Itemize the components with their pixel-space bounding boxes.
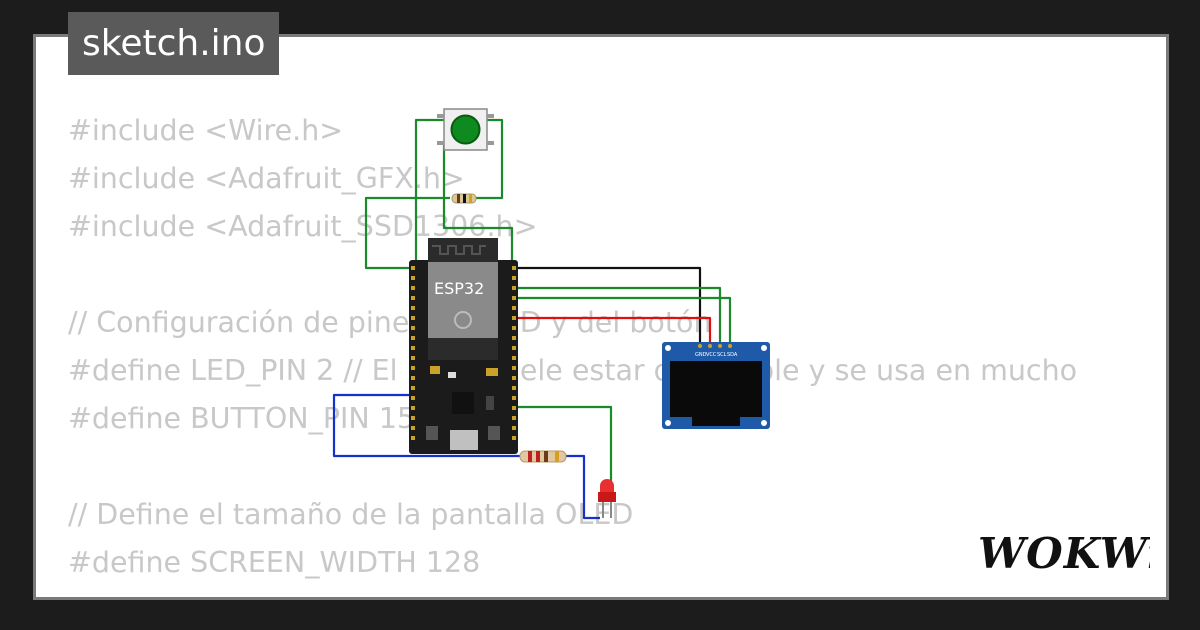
oled-pin-label: GND — [695, 352, 707, 358]
code-line: #include <Adafruit_GFX.h> — [68, 162, 465, 195]
resistor-led — [519, 450, 567, 463]
resistor-button — [451, 193, 477, 204]
push-button[interactable] — [437, 108, 494, 151]
oled-pin-label: SDA — [727, 352, 738, 358]
oled-display: GND VCC SCL SDA — [662, 342, 770, 429]
wire-blue-led — [332, 393, 520, 458]
code-line: #define SCREEN_WIDTH 128 — [68, 546, 481, 579]
wire-green-resistor-gnd — [364, 196, 450, 270]
wire-green-button-left — [414, 118, 445, 268]
wire-black-gnd — [512, 266, 702, 342]
wire-blue-led-2 — [566, 454, 600, 520]
led-red — [598, 479, 616, 518]
oled-pin-label: SCL — [717, 352, 727, 358]
wire-green-scl — [512, 286, 722, 342]
code-line: #define SCREEN_HEIGHT 64 — [68, 587, 1136, 597]
code-line: #include <Wire.h> — [68, 114, 344, 147]
code-line: #include <Adafruit_SSD1306.h> — [68, 210, 538, 243]
code-editor: #include <Wire.h> #include <Adafruit_GFX.… — [68, 107, 1136, 597]
esp32-board: ESP32 — [409, 238, 518, 454]
wokwi-logo-text: WOKWi — [978, 529, 1150, 578]
wokwi-logo: WOKWi — [978, 529, 1150, 578]
wire-green-button-right — [474, 118, 504, 200]
wire-green-led — [512, 405, 613, 498]
preview-frame: #include <Wire.h> #include <Adafruit_GFX.… — [33, 34, 1169, 600]
esp32-label: ESP32 — [434, 279, 484, 298]
code-line: // Define el tamaño de la pantalla OLED — [68, 498, 634, 531]
wire-green-top — [442, 145, 514, 268]
oled-pin-label: VCC — [706, 352, 717, 358]
wire-green-sda — [512, 296, 732, 342]
file-tab[interactable]: sketch.ino — [68, 12, 280, 75]
